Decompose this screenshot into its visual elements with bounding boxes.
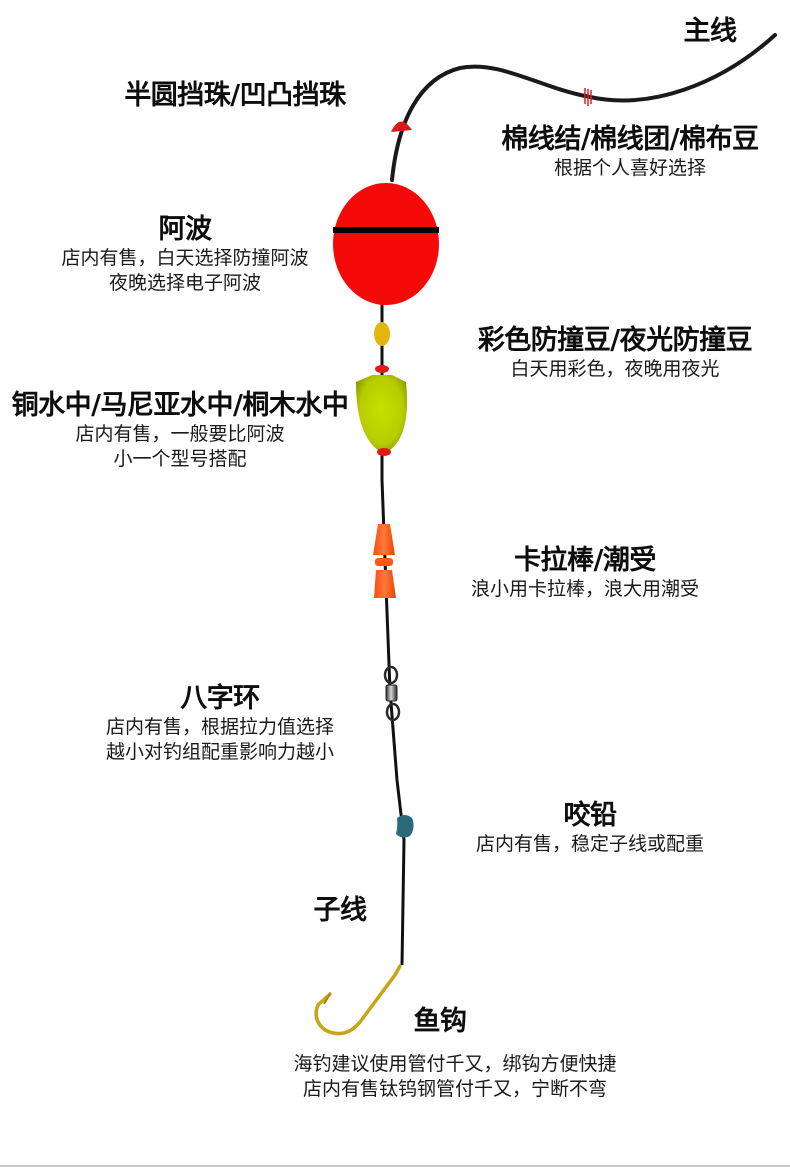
cotton-knot-icon xyxy=(584,88,592,106)
karabo-desc-1: 浪小用卡拉棒，浪大用潮受 xyxy=(470,578,699,600)
hook-desc-1: 海钓建议使用管付千又，绑钩方便快捷 xyxy=(293,1053,617,1075)
karabo-title: 卡拉棒/潮受 xyxy=(514,545,656,576)
label-leader-line: 子线 xyxy=(298,895,382,927)
karabo-icon xyxy=(373,524,396,598)
cotton-knot-title: 棉线结/棉线团/棉布豆 xyxy=(501,124,759,155)
label-hook-title: 鱼钩 xyxy=(400,1006,480,1038)
main-float-desc-1: 店内有售，白天选择防撞阿波 xyxy=(61,247,309,269)
bottom-divider xyxy=(0,1165,790,1167)
stopper-bead-title: 半圆挡珠/凹凸挡珠 xyxy=(124,80,346,111)
swivel-icon xyxy=(383,665,401,722)
stopper-bead-icon xyxy=(391,121,412,132)
split-shot-icon xyxy=(396,815,414,838)
sub-float-title: 铜水中/马尼亚水中/桐木水中 xyxy=(11,390,349,421)
anti-collision-bead-title: 彩色防撞豆/夜光防撞豆 xyxy=(477,325,753,356)
swivel-desc-2: 越小对钓组配重影响力越小 xyxy=(105,741,334,763)
split-shot-desc-1: 店内有售，稳定子线或配重 xyxy=(475,833,704,855)
anti-collision-bead-desc-1: 白天用彩色，夜晚用夜光 xyxy=(510,358,720,380)
hook-icon xyxy=(314,964,402,1036)
sub-float-icon xyxy=(356,365,408,456)
label-stopper-bead: 半圆挡珠/凹凸挡珠 xyxy=(90,80,380,112)
label-main-float: 阿波 店内有售，白天选择防撞阿波 夜晚选择电子阿波 xyxy=(10,214,360,296)
anti-collision-bead-icon xyxy=(374,322,390,346)
label-hook-desc: 海钓建议使用管付千又，绑钩方便快捷 店内有售钛钨钢管付千又，宁断不弯 xyxy=(240,1052,670,1102)
split-shot-title: 咬铅 xyxy=(563,800,618,831)
main-float-title: 阿波 xyxy=(158,214,213,245)
hook-barb-shape xyxy=(323,993,331,1005)
label-swivel: 八字环 店内有售，根据拉力值选择 越小对钓组配重影响力越小 xyxy=(60,683,380,765)
label-cotton-knot: 棉线结/棉线团/棉布豆 根据个人喜好选择 xyxy=(470,124,790,181)
label-anti-collision-bead: 彩色防撞豆/夜光防撞豆 白天用彩色，夜晚用夜光 xyxy=(450,325,780,382)
label-split-shot: 咬铅 店内有售，稳定子线或配重 xyxy=(435,800,745,857)
main-float-icon xyxy=(333,183,439,305)
hook-title: 鱼钩 xyxy=(413,1006,468,1037)
cotton-knot-desc-1: 根据个人喜好选择 xyxy=(553,157,706,179)
swivel-desc-1: 店内有售，根据拉力值选择 xyxy=(105,716,334,738)
sub-float-desc-1: 店内有售，一般要比阿波 xyxy=(75,423,285,445)
label-sub-float: 铜水中/马尼亚水中/桐木水中 店内有售，一般要比阿波 小一个型号搭配 xyxy=(0,390,360,472)
swivel-title: 八字环 xyxy=(180,683,260,714)
leader-line-title: 子线 xyxy=(313,895,368,926)
label-main-line: 主线 xyxy=(660,16,760,48)
hook-desc-2: 店内有售钛钨钢管付千又，宁断不弯 xyxy=(302,1078,607,1100)
main-line-shape xyxy=(390,33,777,182)
main-line-title: 主线 xyxy=(683,16,738,47)
label-karabo: 卡拉棒/潮受 浪小用卡拉棒，浪大用潮受 xyxy=(430,545,740,602)
sub-float-desc-2: 小一个型号搭配 xyxy=(113,448,247,470)
main-float-desc-2: 夜晚选择电子阿波 xyxy=(108,272,261,294)
